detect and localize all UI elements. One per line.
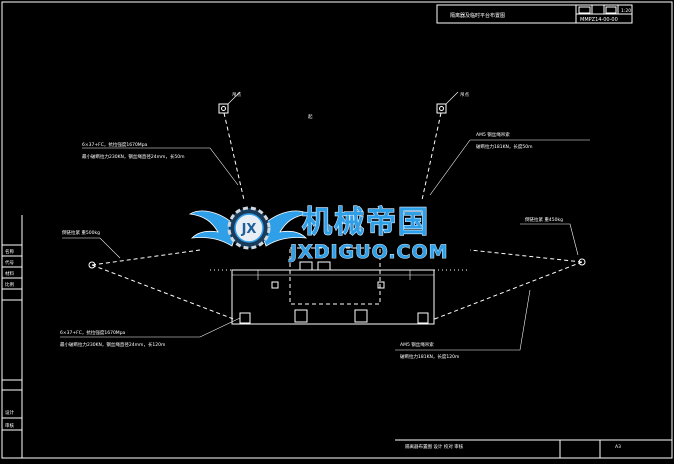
rope-left-upper [91, 249, 201, 266]
rope-right-lower [431, 261, 583, 321]
platform-structure [231, 247, 435, 325]
rope-top-left [223, 112, 245, 201]
note-left-side: 倒链拉紧 重500kg [62, 229, 100, 236]
anchor-left [88, 261, 96, 269]
note-right-upper-2: 破断拉力181KN，长度50m [476, 143, 533, 150]
left-table-row-1: 代号 [5, 259, 14, 266]
note-left-upper-2: 最小破断拉力230KN，钢丝绳直径24mm，长50m [82, 153, 185, 160]
anchor-right [578, 258, 586, 266]
leader-left-upper [82, 147, 239, 186]
rope-left-lower [91, 264, 237, 321]
lifting-point-right: 吊点 [436, 91, 469, 114]
leader-right-upper-arrow [429, 139, 471, 196]
leader-right-lower [395, 289, 531, 351]
note-right-lower-1: AM5 钢丝绳吊索 [400, 341, 434, 348]
watermark-badge-icon [234, 213, 264, 243]
note-right-side: 倒链拉紧 重450kg [525, 216, 563, 223]
note-right-lower-2: 破断拉力181KN，长度120m [400, 353, 459, 360]
drawing-scale: 1:20 [621, 8, 631, 14]
left-table-bottom-1: 审核 [5, 422, 14, 429]
left-side-table: 名称 代号 材料 比例 设计 审核 [2, 215, 23, 458]
note-left-upper-1: 6×37+FC，抗拉强度1670Mpa [82, 141, 148, 148]
left-table-row-0: 名称 [5, 248, 14, 255]
title-block-bottom: 隔离器布置图 设计 校对 审核 A3 [395, 439, 672, 458]
watermark-right-wing [259, 210, 310, 247]
left-table-row-2: 材料 [5, 270, 14, 277]
watermark-badge-letters: JX [241, 222, 257, 237]
note-left-lower-1: 6×37+FC，抗拉强度1670Mpa [60, 329, 126, 336]
note-right-upper-1: AM5 钢丝绳吊索 [476, 131, 510, 138]
left-table-row-3: 比例 [5, 281, 14, 288]
top-center-label: 起 [308, 114, 313, 120]
drawing-number: MMPZ14-00-00 [580, 17, 618, 23]
leader-right-side [520, 223, 579, 256]
title-block-top: 隔离器及临时平台布置图 MMPZ14-00-00 1:20 [436, 4, 633, 24]
footer-right: A3 [615, 444, 621, 450]
rope-right-upper [469, 249, 583, 263]
footer-text: 隔离器布置图 设计 校对 审核 [405, 443, 464, 450]
leader-left-lower [60, 317, 241, 338]
lifting-point-left: 吊点 [218, 91, 241, 114]
lifting-point-right-label: 吊点 [460, 92, 469, 98]
note-left-lower-2: 最小破断拉力230KN，钢丝绳直径24mm，长120m [60, 341, 165, 348]
rope-top-right [421, 112, 442, 201]
watermark-chinese: 机械帝国 [302, 205, 430, 240]
watermark: JX 机械帝国 JXDIGUO.COM [188, 204, 449, 263]
left-table-bottom-0: 设计 [5, 409, 14, 416]
watermark-domain: JXDIGUO.COM [288, 241, 449, 263]
leader-left-side [62, 237, 121, 259]
watermark-left-wing [188, 210, 239, 247]
drawing-title: 隔离器及临时平台布置图 [450, 12, 505, 19]
